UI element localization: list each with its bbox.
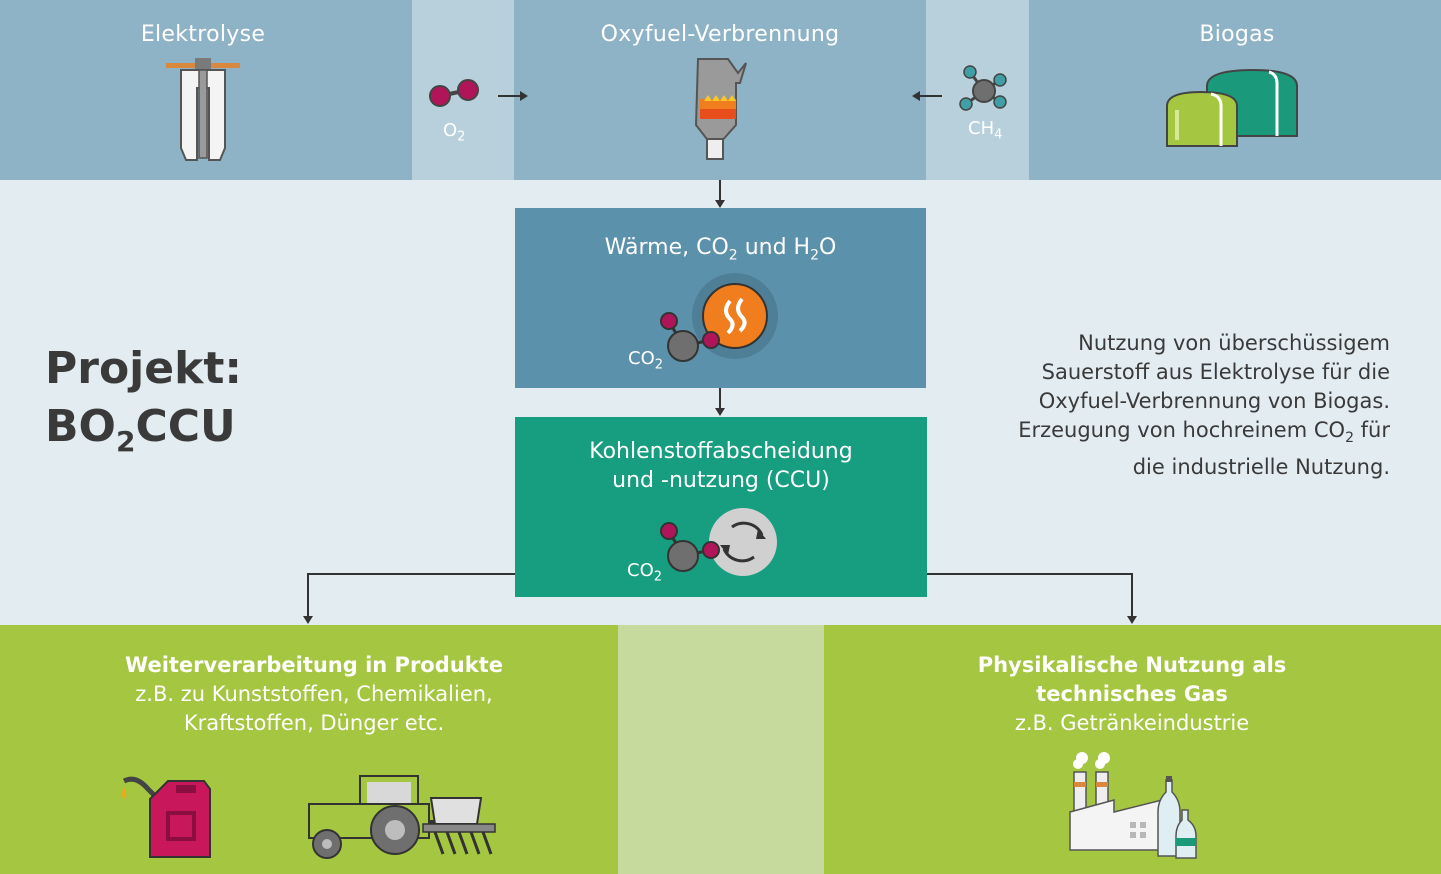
arrow-o2-icon [498,91,528,101]
heat-box-title: Wärme, CO2 und H2O [604,235,837,264]
ccu-co2-label: CO2 [627,560,663,585]
arrow-to-products-icon [303,573,515,624]
gas-title-line2: technisches Gas [1036,682,1228,706]
project-title-line1: Projekt: [45,343,242,394]
bottom-gap [618,625,824,874]
oxygen-molecule-icon [429,79,479,107]
electrolyser-icon [166,58,240,161]
products-line1: z.B. zu Kunststoffen, Chemikalien, [135,682,493,706]
arrow-to-gas-icon [926,573,1137,624]
burner-icon [694,58,747,160]
ch4-label: CH4 [968,118,1003,143]
beverage-factory-icon [1069,752,1197,859]
methane-molecule-icon [959,65,1007,111]
gas-line1: z.B. Getränkeindustrie [1014,711,1250,735]
ccu-box-line1: Kohlenstoffabscheidung [589,439,853,464]
oxyfuel-label: Oxyfuel-Verbrennung [600,22,840,47]
o2-label: O2 [443,120,466,145]
gas-title-line1: Physikalische Nutzung als [977,653,1287,677]
project-title: Projekt: BO2CCU [45,340,242,471]
tractor-icon [308,775,496,859]
ccu-box-line2: und -nutzung (CCU) [612,468,830,493]
fuel-can-icon [122,776,211,858]
biogas-label: Biogas [1199,22,1275,47]
products-title: Weiterverarbeitung in Produkte [125,653,503,677]
project-description: Nutzung von überschüssigem Sauerstoff au… [1018,331,1390,480]
heat-co2-label: CO2 [628,348,664,373]
heat-icon [660,273,778,362]
project-title-line2: BO2CCU [45,401,236,458]
arrow-to-heat-icon [715,180,725,208]
biogas-tanks-icon [1166,68,1298,147]
ccu-recycle-icon [660,508,777,576]
arrow-ch4-icon [912,91,942,101]
elektrolyse-label: Elektrolyse [140,22,266,47]
arrow-to-ccu-icon [715,388,725,416]
products-line2: Kraftstoffen, Dünger etc. [183,711,445,735]
